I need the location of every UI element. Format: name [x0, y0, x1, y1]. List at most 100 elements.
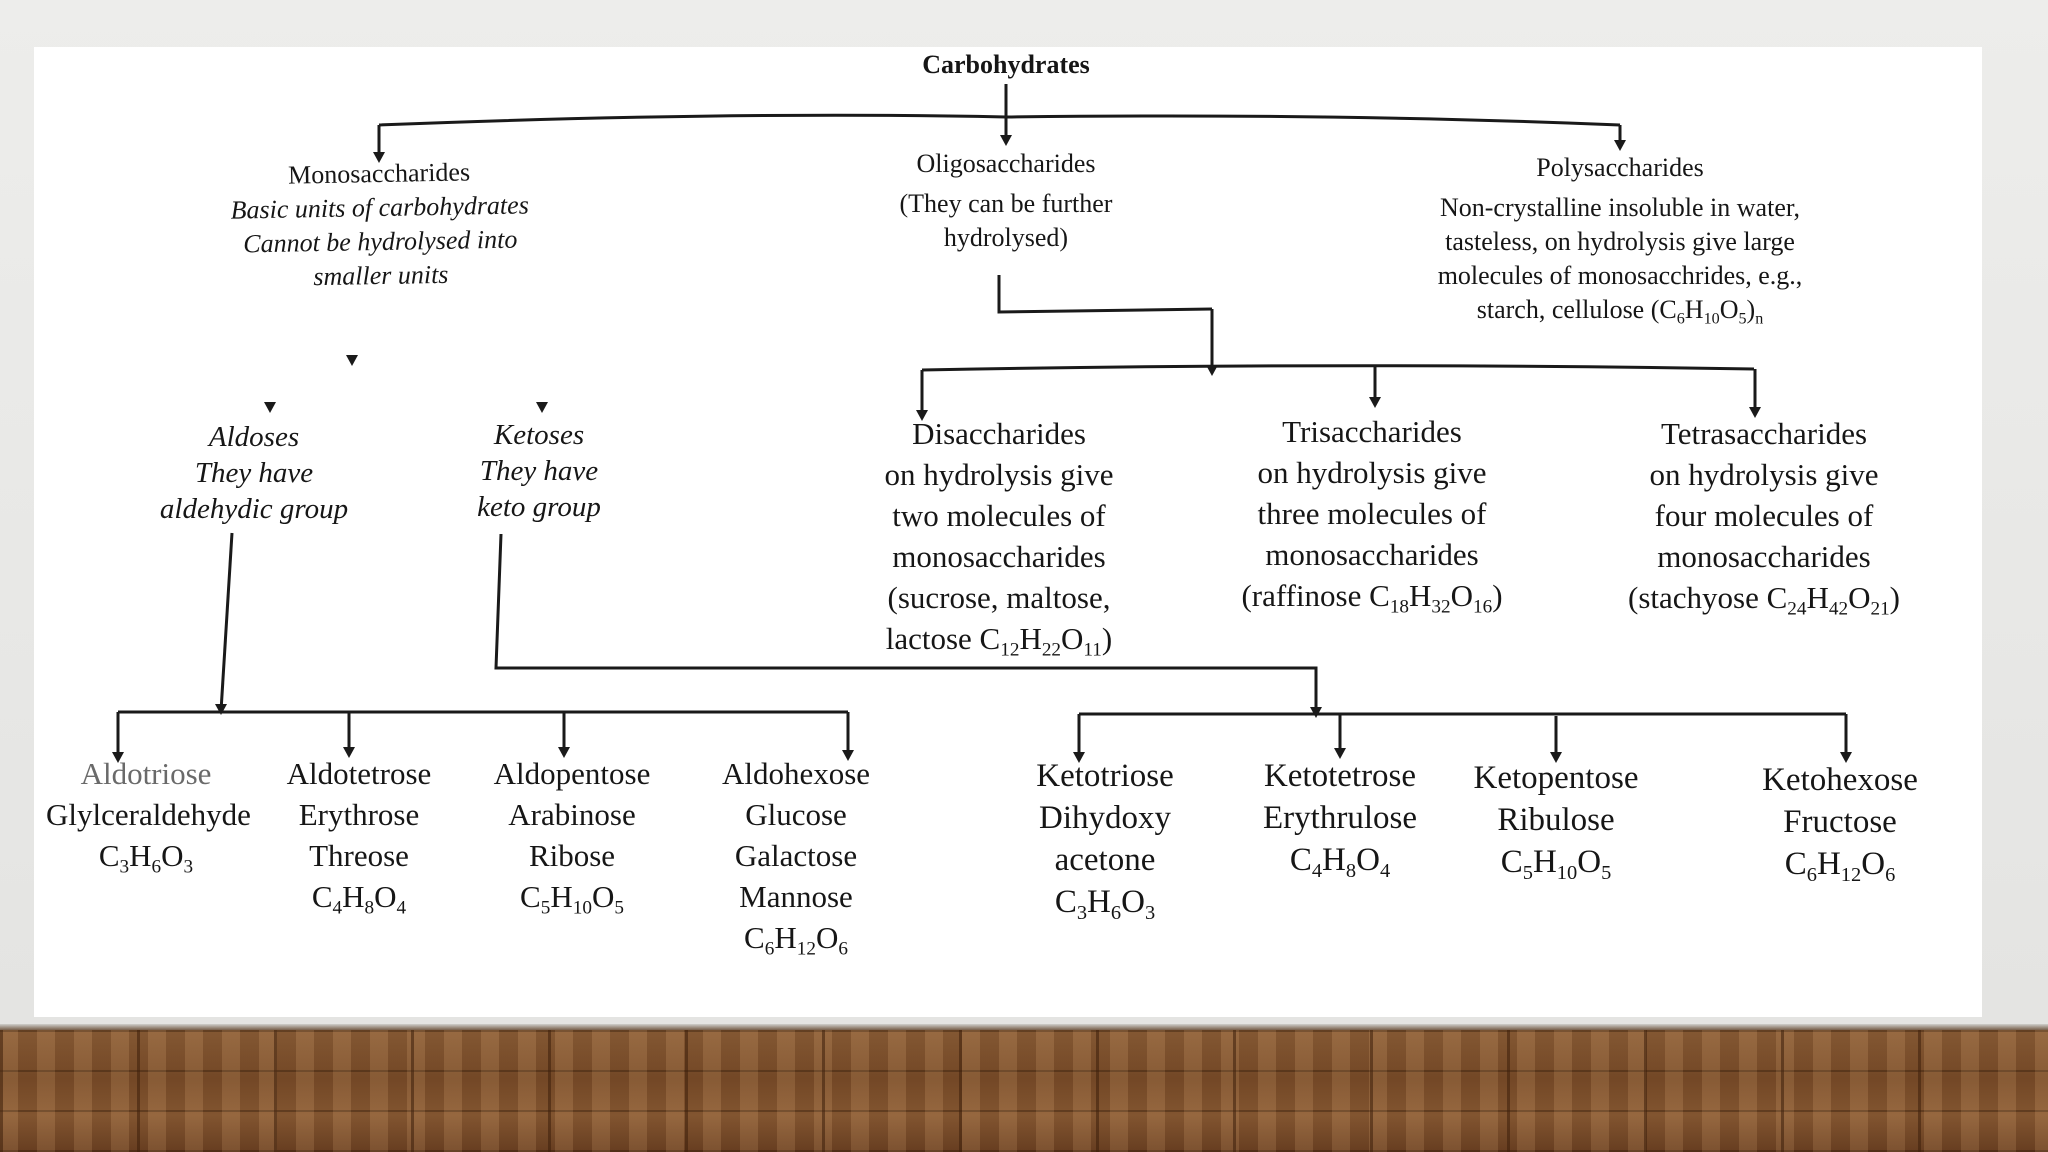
ketopentose-name: Ketopentose — [1473, 760, 1639, 796]
oligosaccharides-desc-2: hydrolysed) — [943, 223, 1069, 252]
disaccharides-desc-3: monosaccharides — [892, 539, 1106, 574]
polysaccharides-desc-3: molecules of monosacchrides, e.g., — [1437, 261, 1803, 290]
ketoses-node: Ketoses They have keto group — [404, 417, 674, 525]
trisaccharides-formula: (raffinose C18H32O16) — [1241, 578, 1503, 618]
polysaccharides-node: Polysaccharides Non-crystalline insolubl… — [1350, 151, 1890, 327]
aldotriose-example: Glylceraldehyde — [46, 797, 251, 832]
tetrasaccharides-desc-2: four molecules of — [1654, 498, 1874, 533]
ketotriose-node: Ketotriose Dihydoxy acetone C3H6O3 — [1020, 755, 1190, 923]
ketopentose-formula: C5H10O5 — [1500, 844, 1612, 885]
arrowhead — [1334, 748, 1346, 759]
aldoses-node: Aldoses They have aldehydic group — [94, 419, 414, 527]
aldotetrose-example-2: Threose — [309, 838, 409, 873]
monosaccharides-desc-3: smaller units — [313, 259, 449, 292]
arrowhead — [373, 152, 385, 163]
ketohexose-example: Fructose — [1783, 804, 1897, 840]
aldotriose-formula: C3H6O3 — [98, 838, 194, 878]
ketotetrose-name: Ketotetrose — [1263, 758, 1417, 794]
aldohexose-node: Aldohexose Glucose Galactose Mannose C6H… — [706, 753, 886, 960]
floor-edge — [0, 1024, 2048, 1032]
trisaccharides-name: Trisaccharides — [1282, 414, 1462, 449]
tetrasaccharides-desc-3: monosaccharides — [1657, 539, 1871, 574]
aldotetrose-formula: C4H8O4 — [311, 879, 407, 919]
aldopentose-name: Aldopentose — [493, 756, 651, 791]
arrowhead — [112, 752, 124, 763]
polysaccharides-desc-1: Non-crystalline insoluble in water, — [1440, 193, 1800, 222]
arrowhead — [346, 355, 358, 366]
trisaccharides-node: Trisaccharides on hydrolysis give three … — [1202, 411, 1542, 618]
arrowhead — [1614, 140, 1626, 151]
aldohexose-example-1: Glucose — [745, 797, 847, 832]
tetrasaccharides-desc-1: on hydrolysis give — [1649, 457, 1879, 492]
connector-lines — [112, 84, 1852, 763]
wooden-floor — [0, 1030, 2048, 1152]
arrowhead — [558, 747, 570, 758]
oligosaccharides-desc-1: (They can be further — [899, 189, 1113, 218]
arrowhead — [264, 402, 276, 413]
oligosaccharides-node: Oligosaccharides (They can be further hy… — [846, 147, 1166, 255]
ketotetrose-node: Ketotetrose Erythrulose C4H8O4 — [1240, 755, 1440, 881]
ketotriose-name: Ketotriose — [1036, 758, 1174, 794]
arrowhead — [343, 747, 355, 758]
ketopentose-node: Ketopentose Ribulose C5H10O5 — [1456, 757, 1656, 883]
aldoses-desc-2: aldehydic group — [159, 493, 349, 525]
connector — [921, 364, 1755, 372]
arrowhead — [1310, 707, 1322, 718]
ketohexose-name: Ketohexose — [1762, 762, 1918, 798]
disaccharides-desc-2: two molecules of — [892, 498, 1106, 533]
aldotetrose-node: Aldotetrose Erythrose Threose C4H8O4 — [274, 753, 444, 919]
ketotriose-example-1: Dihydoxy — [1039, 800, 1171, 836]
trisaccharides-desc-3: monosaccharides — [1265, 537, 1479, 572]
trisaccharides-desc-1: on hydrolysis give — [1257, 455, 1487, 490]
aldohexose-example-2: Galactose — [734, 838, 858, 873]
ketoses-desc-1: They have — [479, 455, 599, 487]
disaccharides-desc-1: on hydrolysis give — [884, 457, 1114, 492]
monosaccharides-desc-2: Cannot be hydrolysed into — [242, 224, 518, 259]
connector — [997, 275, 1213, 314]
ketotetrose-formula: C4H8O4 — [1289, 842, 1391, 883]
ketotriose-example-2: acetone — [1054, 842, 1156, 878]
polysaccharides-name: Polysaccharides — [1536, 153, 1704, 182]
aldohexose-example-3: Mannose — [739, 879, 853, 914]
aldotriose-node: Aldotriose Glylceraldehyde C3H6O3 — [46, 753, 251, 878]
aldotriose-name: Aldotriose — [80, 756, 212, 791]
aldoses-name: Aldoses — [208, 421, 300, 453]
connector — [219, 532, 234, 712]
connector — [494, 533, 1318, 714]
trisaccharides-desc-2: three molecules of — [1257, 496, 1487, 531]
disaccharides-name: Disaccharides — [912, 416, 1086, 451]
ketohexose-node: Ketohexose Fructose C6H12O6 — [1740, 759, 1940, 885]
arrowhead — [1369, 397, 1381, 408]
aldoses-desc-1: They have — [194, 457, 314, 489]
aldotetrose-example-1: Erythrose — [298, 797, 420, 832]
aldopentose-node: Aldopentose Arabinose Ribose C5H10O5 — [482, 753, 662, 919]
ketopentose-example: Ribulose — [1497, 802, 1615, 838]
polysaccharides-desc-2: tasteless, on hydrolysis give large — [1445, 227, 1795, 256]
diagram-panel: Carbohydrates Monosaccharides Basic unit… — [34, 47, 1982, 1017]
polysaccharides-formula: starch, cellulose (C6H10O5)n — [1476, 295, 1764, 328]
arrowhead — [916, 410, 928, 421]
arrowhead — [842, 750, 854, 761]
ketotriose-formula: C3H6O3 — [1054, 884, 1156, 925]
diagram-title: Carbohydrates — [922, 50, 1090, 79]
aldotetrose-name: Aldotetrose — [286, 756, 432, 791]
monosaccharides-node: Monosaccharides Basic units of carbohydr… — [189, 154, 571, 297]
arrowhead — [1073, 752, 1085, 763]
aldopentose-example-2: Ribose — [528, 838, 616, 873]
aldopentose-formula: C5H10O5 — [520, 879, 624, 919]
tetrasaccharides-name: Tetrasaccharides — [1660, 416, 1868, 451]
arrowhead — [1840, 752, 1852, 763]
disaccharides-desc-4: (sucrose, maltose, — [887, 580, 1111, 615]
aldohexose-formula: C6H12O6 — [744, 920, 848, 960]
connector — [378, 113, 1621, 127]
arrowhead — [1206, 365, 1218, 376]
oligosaccharides-name: Oligosaccharides — [916, 149, 1096, 178]
disaccharides-formula: lactose C12H22O11) — [885, 621, 1113, 661]
aldopentose-example-1: Arabinose — [508, 797, 636, 832]
tetrasaccharides-formula: (stachyose C24H42O21) — [1628, 580, 1900, 620]
arrowhead — [1550, 752, 1562, 763]
disaccharides-node: Disaccharides on hydrolysis give two mol… — [824, 413, 1174, 661]
arrowhead — [215, 704, 227, 715]
ketoses-desc-2: keto group — [477, 491, 601, 523]
ketohexose-formula: C6H12O6 — [1784, 846, 1896, 887]
